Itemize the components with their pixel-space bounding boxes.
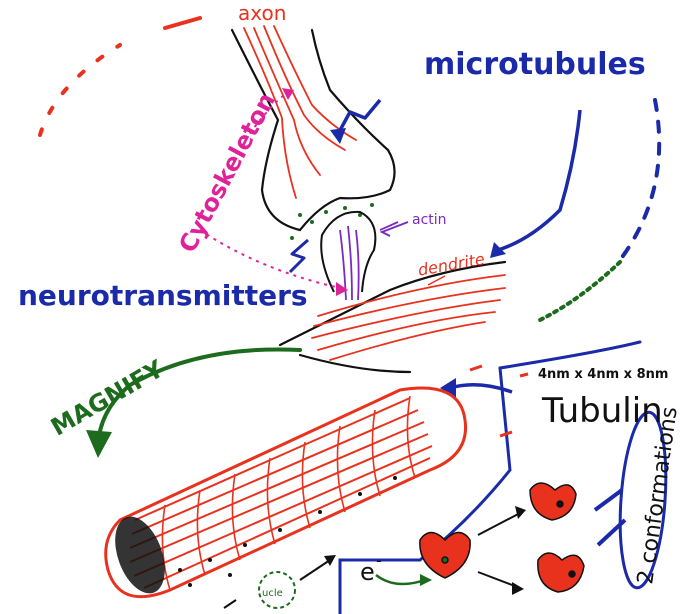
axon-label: axon: [238, 1, 286, 25]
tubulin-dimer-center: [420, 533, 470, 579]
electron-charge-label: -: [376, 551, 382, 570]
partial-circle-label: ucle: [262, 588, 283, 599]
electron-arrow: [376, 575, 425, 584]
neurotransmitters-arrow: [290, 240, 308, 272]
electron-label: e: [360, 558, 375, 586]
bottom-left-arrowhead: [324, 555, 336, 566]
dimer-arrowhead-1: [515, 506, 526, 519]
conformations-label: 2 conformations: [633, 405, 683, 586]
dendritic-spine: [321, 212, 375, 292]
actin-label: actin: [412, 212, 447, 228]
magnify-arrowhead: [86, 430, 112, 458]
microtubules-label: microtubules: [424, 47, 646, 82]
tubulin-dimer-top: [530, 483, 576, 520]
tubulin-dims-label: 4nm x 4nm x 8nm: [538, 367, 668, 382]
dendrite-shaft: [280, 262, 505, 372]
blue-down-arrow: [498, 110, 580, 250]
red-dashed-arc: [40, 18, 200, 135]
tubulin-dimer-bottom: [538, 553, 584, 592]
neurotransmitters-label: neurotransmitters: [18, 279, 308, 312]
bottom-left-arrow: [224, 560, 330, 608]
magnify-label: MAGNIFY: [46, 354, 169, 441]
red-dashes: [470, 366, 528, 436]
electron-arrowhead: [420, 574, 432, 586]
microtubule-cylinder: [106, 388, 466, 600]
blue-down-arrowhead: [490, 242, 506, 258]
dendrite-label: dendrite: [416, 249, 486, 279]
dimer-arrows: [478, 512, 522, 588]
tubulin-label: Tubulin: [541, 391, 663, 431]
dimer-arrowhead-2: [512, 582, 524, 595]
